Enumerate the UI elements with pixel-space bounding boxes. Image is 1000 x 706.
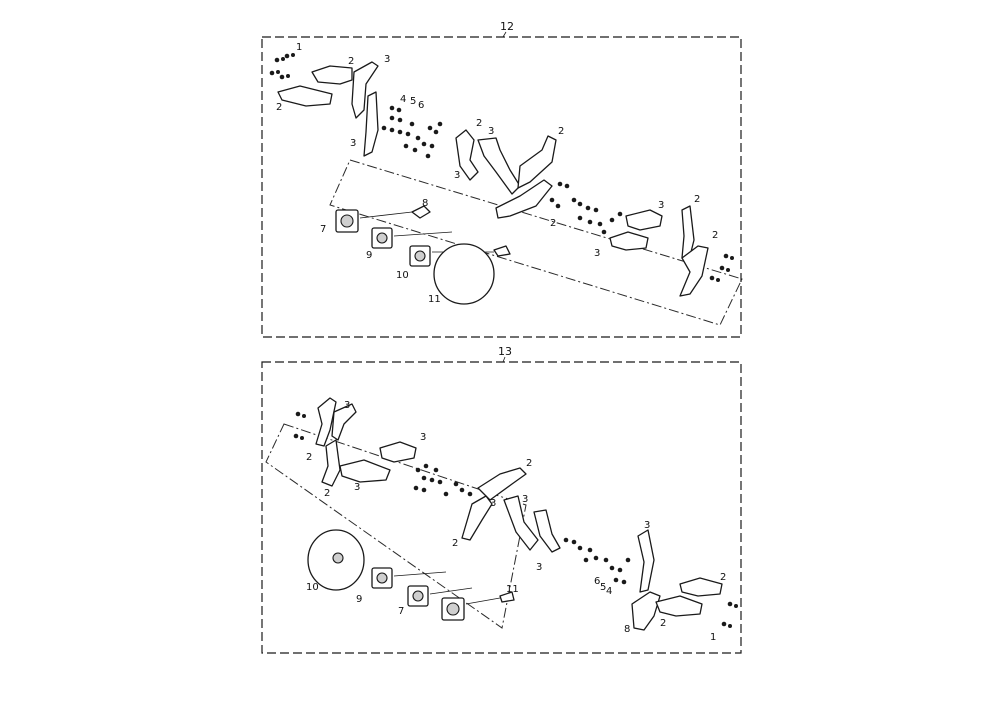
callout-number: 7	[398, 606, 404, 617]
nut-washer-cluster	[563, 537, 631, 585]
callout-number: 3	[594, 248, 600, 259]
tiller-blade	[679, 245, 709, 297]
tiller-blade	[637, 529, 655, 593]
callout-number: 3	[536, 562, 542, 573]
assembly-12: 12	[261, 20, 743, 338]
callout-number: 5	[410, 96, 416, 107]
callout-number: 8	[422, 198, 428, 209]
nut-washer-cluster	[413, 463, 473, 497]
tiller-blade	[321, 439, 341, 487]
callout-number: 10	[306, 582, 319, 593]
callout-number: 9	[356, 594, 362, 605]
bolt-group-left	[293, 411, 306, 440]
callout-number: 2	[694, 194, 700, 205]
callout-number: 2	[558, 126, 564, 137]
disc-hub	[332, 552, 344, 564]
blade-bracket	[679, 577, 723, 597]
hub-axis-outline	[265, 423, 527, 629]
callout-number: 10	[396, 270, 409, 281]
callout-number: 2	[276, 102, 282, 113]
tiller-blade	[351, 61, 379, 119]
bolt-group-left	[269, 53, 295, 80]
callout-number: 2	[660, 618, 666, 629]
pin	[493, 245, 511, 257]
nut-washer-cluster	[549, 181, 623, 235]
callouts-12: 1 2 2 3 3 4 5 6 2 3 3 2 3 2 3 2 2 8 7 9 …	[276, 42, 718, 305]
assembly-12-number: 12	[500, 20, 514, 33]
callout-number: 3	[420, 432, 426, 443]
tiller-blade	[363, 91, 379, 157]
tiller-blade	[315, 397, 337, 447]
callout-number: 2	[526, 458, 532, 469]
callout-number: 3	[344, 400, 350, 411]
assembly-13-number: 13	[498, 345, 512, 358]
pin	[499, 591, 515, 603]
callout-number: 2	[476, 118, 482, 129]
tiller-blade	[331, 403, 357, 441]
callout-number: 3	[658, 200, 664, 211]
hub-flange-7	[335, 209, 413, 233]
nut-washer-cluster	[381, 105, 443, 159]
callout-number: 3	[454, 170, 460, 181]
assembly-13: 13	[261, 345, 742, 654]
tiller-blade	[533, 509, 561, 553]
tiller-blade	[477, 467, 527, 501]
blade-bracket	[311, 65, 353, 85]
callout-number: 6	[594, 576, 600, 587]
callout-number: 1	[710, 632, 716, 643]
callout-number: 3	[522, 494, 528, 505]
callout-number: 2	[348, 56, 354, 67]
callout-number: 9	[366, 250, 372, 261]
callout-number: 2	[550, 218, 556, 229]
callout-number: 3	[644, 520, 650, 531]
callout-number: 2	[720, 572, 726, 583]
callout-number: 11	[428, 294, 441, 305]
blade-bracket	[625, 209, 663, 231]
blade-bracket	[655, 595, 703, 617]
callout-number: 3	[384, 54, 390, 65]
callout-number: 8	[624, 624, 630, 635]
tiller-blade	[631, 591, 661, 631]
hub-flange-10	[371, 567, 447, 589]
tiller-blade	[495, 179, 553, 219]
hub-flange-7	[441, 597, 501, 621]
hub-flange-9	[407, 585, 473, 607]
callout-number: 3	[354, 482, 360, 493]
callout-number: 2	[324, 488, 330, 499]
blade-bracket	[339, 459, 391, 483]
tiller-blade	[517, 135, 557, 189]
callout-number: 2	[306, 452, 312, 463]
tiller-blade	[503, 495, 539, 551]
callout-number: 4	[400, 94, 406, 105]
callout-number: 2	[712, 230, 718, 241]
tiller-blade	[461, 495, 493, 541]
blade-bracket	[609, 231, 649, 251]
callout-number: 1	[296, 42, 302, 53]
bolt-group-right	[721, 601, 738, 628]
guard-disc	[433, 243, 495, 305]
callout-number: 3	[350, 138, 356, 149]
callout-number: 2	[452, 538, 458, 549]
callout-number: 6	[418, 100, 424, 111]
callouts-13: 2 3 2 3 2 3 2 3 3 3 6 5 4 2 3 2 1 8 11 1…	[306, 400, 726, 643]
assembly-12-frame	[261, 36, 742, 338]
callout-number: 7	[320, 224, 326, 235]
blade-bracket	[277, 85, 333, 107]
callout-number: 4	[606, 586, 612, 597]
hub-flange-9	[371, 227, 453, 249]
tiller-blade	[455, 129, 479, 181]
assembly-13-frame	[261, 361, 742, 654]
callout-number: 3	[488, 126, 494, 137]
callout-number: 3	[490, 498, 496, 509]
blade-bracket	[379, 441, 417, 463]
callout-number: 11	[506, 584, 519, 595]
bolt-group-right	[709, 253, 734, 282]
pin	[411, 205, 431, 219]
tiller-blade	[477, 137, 521, 195]
callout-number: 5	[600, 582, 606, 593]
